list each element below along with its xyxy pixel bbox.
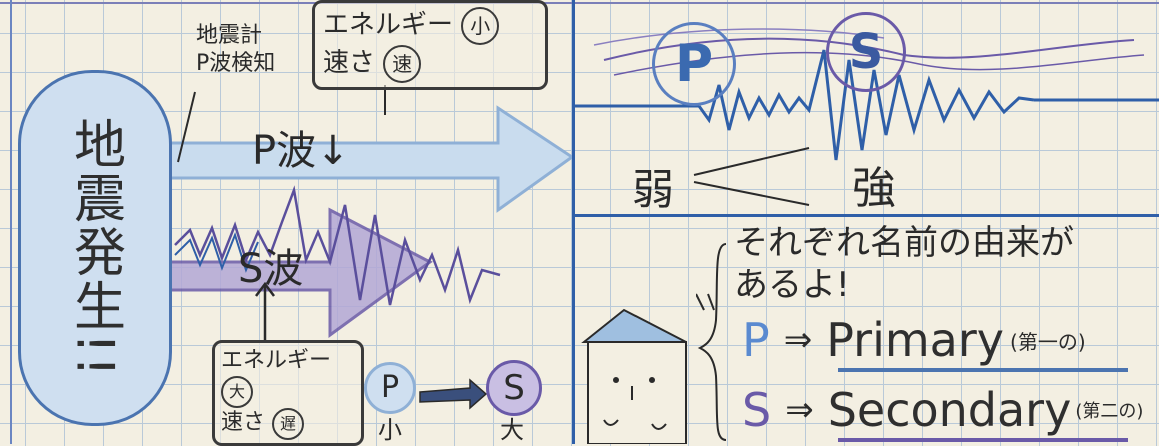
p-wave-energy-box: エネルギー 小 速さ 速 <box>312 0 548 90</box>
p-wave-letter: P <box>675 34 713 94</box>
weak-label: 弱 <box>632 156 674 217</box>
seismograph-note-line1: 地震計 <box>196 22 275 50</box>
p-small-letter: P <box>381 370 399 405</box>
house-character-illustration <box>574 300 694 444</box>
s-wave-label: S波 <box>238 236 303 294</box>
strong-label: 強 <box>852 152 896 216</box>
s-big-circle: S <box>486 360 542 416</box>
p-row-letter: P <box>742 317 770 363</box>
brace-illustration <box>696 240 736 444</box>
earthquake-bubble: 地震発生!! <box>18 70 172 426</box>
earthquake-occurs-text: 地震発生!! <box>58 117 133 379</box>
p-energy-tag: 小 <box>461 7 499 45</box>
s-row-underline <box>838 438 1128 442</box>
s-speed-tag: 遅 <box>272 408 304 440</box>
seismograph-note: 地震計 P波検知 <box>196 22 275 78</box>
p-origin-row: P ⇒ Primary (第一の) <box>742 312 1086 368</box>
s-row-letter: S <box>742 387 771 433</box>
s-row-arrow: ⇒ <box>785 390 814 430</box>
s-wave-letter: S <box>849 24 884 80</box>
s-wave-circle: S <box>826 12 906 92</box>
p-wave-circle: P <box>652 22 736 106</box>
s-origin-row: S ⇒ Secondary (第二の) <box>742 382 1143 438</box>
p-row-word: Primary <box>826 313 1004 367</box>
origin-note-line2: あるよ! <box>734 264 1074 306</box>
p-row-gloss: (第一の) <box>1010 326 1086 355</box>
p-speed-tag: 速 <box>383 45 421 83</box>
s-row-gloss: (第二の) <box>1075 397 1143 423</box>
p-row-underline <box>838 368 1128 372</box>
origin-note-line1: それぞれ名前の由来が <box>734 222 1074 264</box>
origin-note: それぞれ名前の由来が あるよ! <box>734 222 1074 306</box>
p-speed-label: 速さ <box>323 48 375 78</box>
s-row-word: Secondary <box>828 383 1072 437</box>
s-energy-tag: 大 <box>221 376 253 408</box>
p-small-sub: 小 <box>378 410 402 445</box>
s-speed-label: 速さ <box>221 410 265 435</box>
s-big-sub: 大 <box>500 410 524 445</box>
p-row-arrow: ⇒ <box>784 320 813 360</box>
s-energy-label: エネルギー <box>221 348 331 373</box>
s-big-letter: S <box>503 368 525 408</box>
p-small-circle: P <box>364 362 416 414</box>
p-wave-label: P波↓ <box>252 118 350 176</box>
p-energy-label: エネルギー <box>323 10 453 40</box>
s-wave-energy-box: エネルギー 大 速さ 遅 <box>212 340 364 446</box>
seismograph-note-line2: P波検知 <box>196 50 275 78</box>
